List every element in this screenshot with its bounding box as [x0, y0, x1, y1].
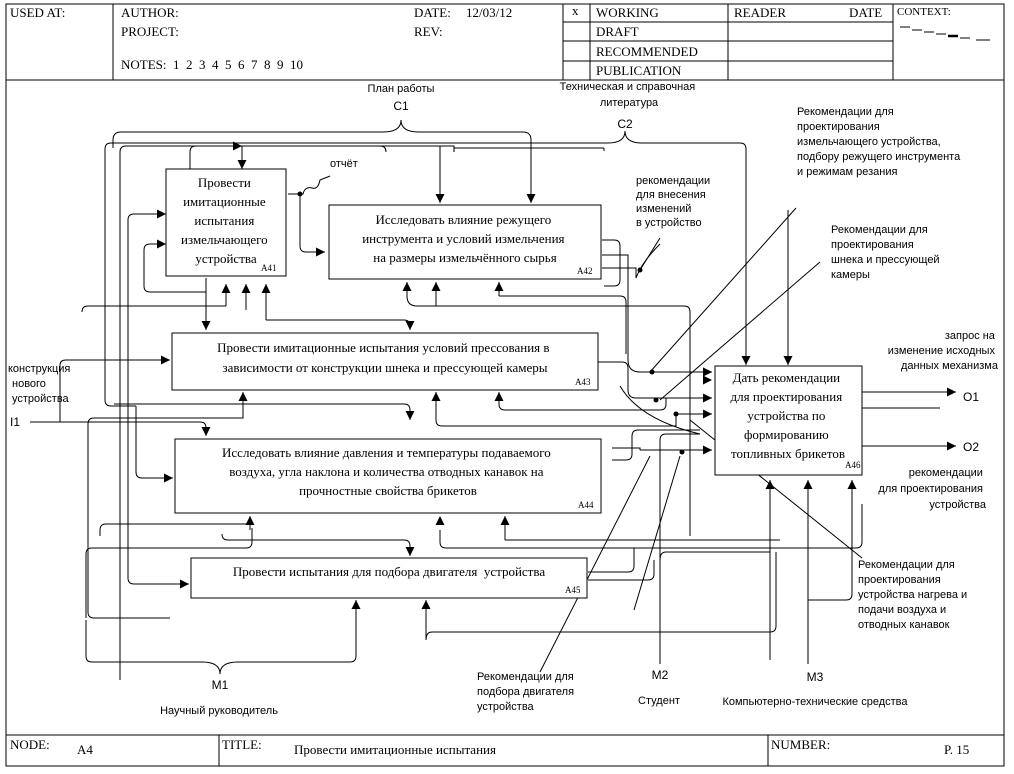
- status-publication: PUBLICATION: [596, 63, 682, 78]
- m2-name: Студент: [638, 695, 680, 707]
- svg-text:Исследовать влияние режущего: Исследовать влияние режущего инструмента…: [362, 212, 568, 265]
- activity-box-a43[interactable]: Провести имитационные испытания условий …: [171, 332, 599, 391]
- a44-line: прочностные свойства брикетов: [299, 483, 477, 498]
- notes-label: NOTES: 1 2 3 4 5 6 7 8 9 10: [121, 57, 303, 72]
- a41-line: измельчающего: [181, 232, 268, 247]
- c2-code: C2: [617, 117, 633, 131]
- number-label: NUMBER:: [771, 737, 830, 752]
- a43-node-id: A43: [575, 377, 591, 387]
- a42-line: Исследовать влияние режущего: [375, 212, 551, 227]
- status-x-mark: x: [572, 3, 579, 18]
- node-label: NODE:: [10, 737, 50, 752]
- a43-line: Провести имитационные испытания условий …: [217, 340, 549, 355]
- a46-line: устройства по: [747, 408, 825, 423]
- reader-date-label: DATE: [849, 5, 882, 20]
- rev-label: REV:: [414, 24, 443, 39]
- rec-motor-label: Рекомендации для подбора двигателя устро…: [477, 671, 577, 713]
- a44-line: воздуха, угла наклона и количества отвод…: [229, 464, 543, 479]
- page-number: P. 15: [944, 742, 969, 757]
- header-frame: [5, 3, 1005, 767]
- a45-node-id: A45: [565, 585, 581, 595]
- a42-node-id: A42: [577, 266, 593, 276]
- a41-line: Провести: [198, 175, 251, 190]
- status-working: WORKING: [596, 5, 659, 20]
- author-label: AUTHOR:: [121, 5, 179, 20]
- activity-box-a45[interactable]: Провести испытания для подбора двигателя…: [190, 557, 588, 599]
- a46-node-id: A46: [845, 460, 861, 470]
- rec-grinder-label: Рекомендации для проектирования измельча…: [797, 106, 963, 178]
- m3-code: M3: [807, 670, 824, 684]
- a41-node-id: A41: [261, 263, 277, 273]
- i1-code: I1: [10, 415, 20, 429]
- m2-code: M2: [652, 668, 669, 682]
- activity-box-a41[interactable]: Провести имитационные испытания измельча…: [165, 168, 287, 277]
- used-at-label: USED AT:: [10, 5, 65, 20]
- a46-line: для проектирования: [731, 389, 843, 404]
- rec-heating-label: Рекомендации для проектирования устройст…: [858, 559, 970, 631]
- activity-box-a46[interactable]: Дать рекомендации для проектирования уст…: [714, 365, 863, 476]
- m3-name: Компьютерно-технические средства: [722, 696, 908, 708]
- date-label: DATE:: [414, 5, 451, 20]
- input-name-label: конструкция нового устройства: [8, 363, 73, 405]
- activity-box-a44[interactable]: Исследовать влияние давления и температу…: [174, 438, 602, 514]
- svg-text:Дать рекомендации для пр: Дать рекомендации для проектирования уст…: [731, 370, 846, 461]
- a43-line: зависимости от конструкции шнека и пресс…: [222, 360, 547, 375]
- date-value: 12/03/12: [466, 5, 512, 20]
- status-recommended: RECOMMENDED: [596, 44, 698, 59]
- a46-line: топливных брикетов: [731, 446, 845, 461]
- rec-changes-label: рекомендации для внесения изменений в ус…: [636, 175, 713, 229]
- o1-code: O1: [963, 390, 979, 404]
- report-label: отчёт: [330, 158, 358, 170]
- status-draft: DRAFT: [596, 24, 639, 39]
- activity-box-a42[interactable]: Исследовать влияние режущего инструмента…: [328, 204, 602, 280]
- svg-text:Провести имитационные испытани: Провести имитационные испытания условий …: [217, 340, 553, 375]
- c1-code: C1: [393, 99, 409, 113]
- rec-device-label: рекомендации для проектирования устройст…: [878, 467, 986, 511]
- a46-line: Дать рекомендации: [733, 370, 841, 385]
- project-label: PROJECT:: [121, 24, 179, 39]
- svg-text:Исследовать влияние давления и: Исследовать влияние давления и температу…: [222, 445, 554, 498]
- a41-line: устройства: [195, 251, 256, 266]
- reader-label: READER: [734, 5, 786, 20]
- a44-line: Исследовать влияние давления и температу…: [222, 445, 551, 460]
- c2-name: Техническая и справочная литература: [560, 81, 699, 109]
- a41-line: имитационные: [183, 194, 266, 209]
- request-label: запрос на изменение исходных данных меха…: [888, 330, 999, 372]
- a45-line: Провести испытания для подбора двигателя…: [233, 564, 545, 579]
- m1-code: M1: [212, 678, 229, 692]
- context-minimap-icon: [900, 26, 990, 41]
- c1-name: План работы: [368, 83, 435, 95]
- a42-line: на размеры измельчённого сырья: [373, 250, 556, 265]
- a46-line: формированию: [744, 427, 829, 442]
- a41-line: испытания: [194, 213, 254, 228]
- context-label: CONTEXT:: [897, 6, 951, 18]
- title-value: Провести имитационные испытания: [294, 742, 496, 757]
- m1-name: Научный руководитель: [160, 705, 278, 717]
- connector-lines: [30, 119, 956, 680]
- o2-code: O2: [963, 440, 979, 454]
- svg-text:Провести имитационные: Провести имитационные испытания измельча…: [181, 175, 271, 266]
- rec-screw-label: Рекомендации для проектирования шнека и …: [831, 224, 943, 281]
- title-label: TITLE:: [222, 737, 262, 752]
- node-value: A4: [77, 742, 93, 757]
- a44-node-id: A44: [578, 500, 594, 510]
- a42-line: инструмента и условий измельчения: [362, 231, 564, 246]
- junction-dots: [297, 191, 685, 455]
